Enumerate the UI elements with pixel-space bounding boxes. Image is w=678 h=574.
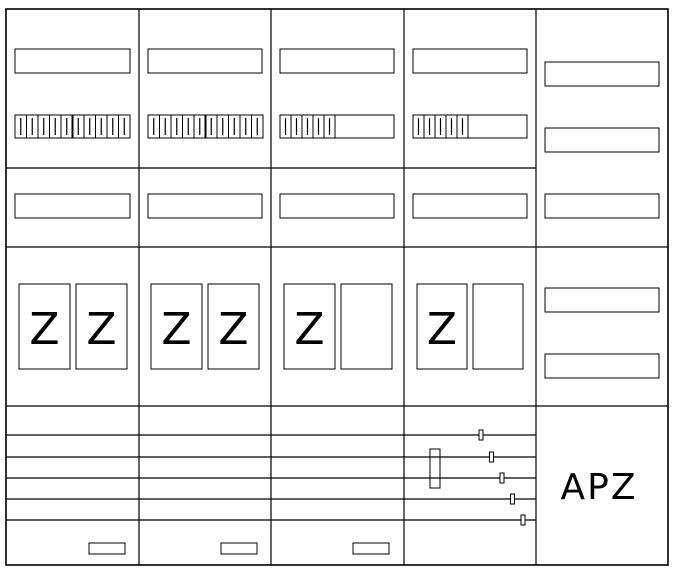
meter-slot <box>207 283 260 370</box>
meter-slot <box>150 283 203 370</box>
meter-label: Z <box>86 304 116 355</box>
column-2: Z Z <box>147 48 264 555</box>
meter-label: Z <box>294 304 324 355</box>
breaker-row <box>412 114 469 139</box>
bus-connector <box>499 472 505 484</box>
meter-label: Z <box>29 304 59 355</box>
meter-slot <box>283 283 336 370</box>
label-strip <box>147 48 263 74</box>
meter-slot <box>75 283 128 370</box>
label-strip <box>412 193 528 219</box>
terminal-block <box>220 542 258 555</box>
label-strip <box>544 353 660 379</box>
bus-connector <box>510 493 515 505</box>
meter-label: Z <box>161 304 191 355</box>
label-strip <box>279 193 395 219</box>
label-strip <box>147 193 263 219</box>
column-dividers <box>138 9 537 565</box>
bus-connector <box>478 429 484 441</box>
meter-label: Z <box>427 304 457 355</box>
breaker-row <box>14 114 131 139</box>
breaker-row <box>279 114 336 139</box>
label-strip <box>14 193 131 219</box>
label-strip <box>544 287 660 313</box>
meter-label: Z <box>218 304 248 355</box>
label-strip <box>412 48 528 74</box>
bus-connector <box>520 514 526 526</box>
terminal-block <box>88 542 126 555</box>
apz-label: APZ <box>561 467 638 508</box>
column-apz: APZ <box>544 61 660 508</box>
cabinet-frame <box>5 8 669 566</box>
breaker-row <box>147 114 264 139</box>
main-switch <box>429 448 441 489</box>
meter-slot <box>340 283 393 370</box>
terminal-block <box>352 542 390 555</box>
meter-slot <box>472 283 524 370</box>
column-1: Z Z <box>14 48 131 555</box>
meter-slot <box>416 283 468 370</box>
label-strip <box>544 193 660 219</box>
row-dividers <box>6 167 668 407</box>
label-strip <box>14 48 131 74</box>
bus-bars <box>6 429 536 526</box>
column-3: Z <box>279 48 395 555</box>
label-strip <box>279 48 395 74</box>
meter-slot <box>18 283 71 370</box>
label-strip <box>544 61 660 87</box>
bus-connector <box>489 451 494 463</box>
column-4: Z <box>412 48 528 489</box>
label-strip <box>544 127 660 153</box>
